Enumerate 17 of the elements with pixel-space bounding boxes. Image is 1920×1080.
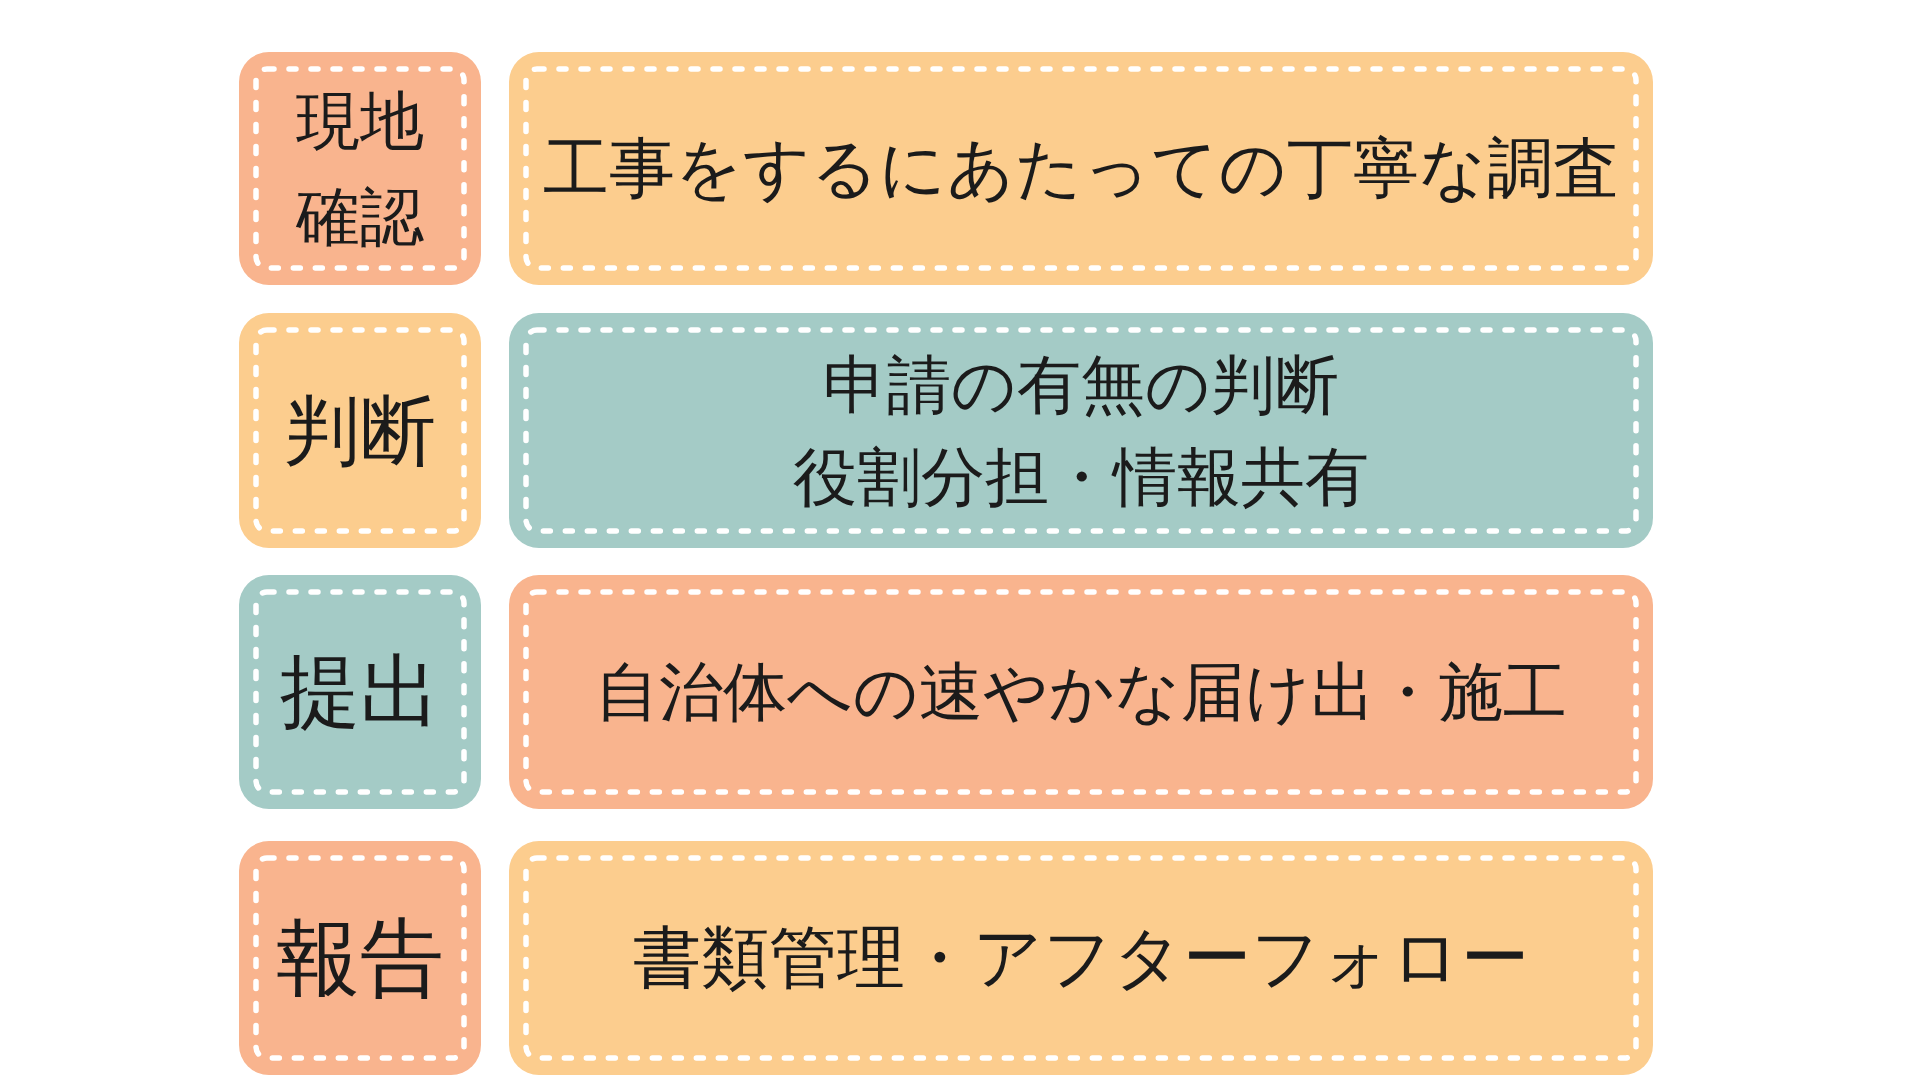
step-tag	[239, 52, 481, 285]
step-tag	[239, 313, 481, 548]
description-panel	[509, 575, 1653, 809]
step-label: 報告	[276, 908, 444, 1009]
description-panel	[509, 52, 1653, 285]
step-tag	[239, 575, 481, 809]
description-panel	[509, 313, 1653, 548]
step-label: 判断	[284, 384, 436, 477]
description-text: 工事をするにあたっての丁寧な調査	[543, 128, 1619, 209]
step-label: 現地確認	[295, 82, 425, 256]
description-text: 役割分担・情報共有	[793, 438, 1369, 516]
step-label: 提出	[280, 644, 440, 740]
description-text: 書類管理・アフターフォロー	[633, 917, 1529, 999]
step-tag	[239, 841, 481, 1075]
description-text: 自治体への速やかな届け出・施工	[595, 654, 1567, 731]
description-text: 申請の有無の判断	[823, 346, 1339, 424]
description-panel	[509, 841, 1653, 1075]
